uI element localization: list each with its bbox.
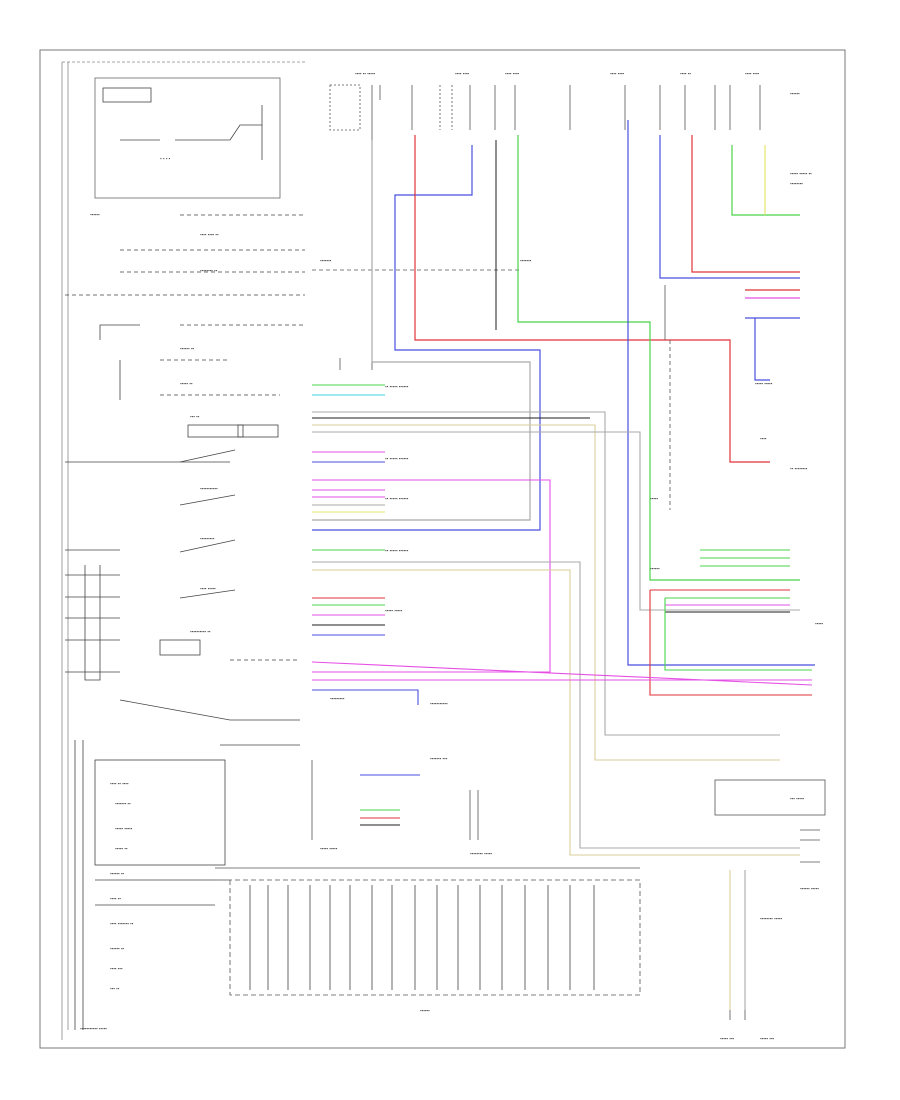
svg-text:▪▪▪▪▪▪▪▪▪▪▪ ▪▪▪▪▪: ▪▪▪▪▪▪▪▪▪▪▪ ▪▪▪▪▪: [80, 1026, 107, 1031]
middle-harness: [312, 384, 800, 856]
svg-text:▪▪▪▪▪ ▪▪▪▪▪: ▪▪▪▪▪ ▪▪▪▪▪: [115, 826, 133, 831]
svg-text:▪▪▪▪▪▪▪▪ ▪▪: ▪▪▪▪▪▪▪▪ ▪▪: [200, 268, 218, 273]
svg-text:▪▪ ▪▪▪▪▪▪▪▪: ▪▪ ▪▪▪▪▪▪▪▪: [790, 466, 808, 471]
svg-text:▪▪▪▪▪ ▪▪▪▪▪: ▪▪▪▪▪ ▪▪▪▪▪: [385, 608, 403, 613]
svg-text:▪▪▪▪▪▪▪ ▪▪: ▪▪▪▪▪▪▪ ▪▪: [115, 801, 131, 806]
svg-text:▪▪▪▪▪▪▪▪: ▪▪▪▪▪▪▪▪: [790, 181, 803, 186]
meter-labels: ▪ ▪ ▪ ▪ ▪▪▪▪▪▪ ▪▪▪▪ ▪▪▪▪ ▪▪ ▪▪▪▪▪▪▪▪ ▪▪ …: [80, 156, 219, 1031]
bottom-block-label: ▪▪▪▪▪▪: [420, 1008, 430, 1013]
svg-text:▪▪▪▪▪▪▪▪ ▪▪▪▪▪: ▪▪▪▪▪▪▪▪ ▪▪▪▪▪: [760, 916, 782, 921]
wire-blue-1: [312, 145, 541, 531]
svg-text:▪▪▪ ▪▪: ▪▪▪ ▪▪: [190, 414, 200, 419]
svg-text:▪▪ ▪▪▪▪▪ ▪▪▪▪▪▪: ▪▪ ▪▪▪▪▪ ▪▪▪▪▪▪: [385, 548, 409, 553]
svg-text:▪▪▪▪▪▪▪▪▪▪▪: ▪▪▪▪▪▪▪▪▪▪▪: [430, 701, 448, 706]
svg-text:▪▪▪▪▪▪▪: ▪▪▪▪▪▪▪: [320, 258, 332, 263]
svg-text:▪▪▪▪▪: ▪▪▪▪▪: [815, 621, 823, 626]
svg-text:▪▪▪▪▪ ▪▪: ▪▪▪▪▪ ▪▪: [115, 846, 128, 851]
svg-text:▪▪▪ ▪▪: ▪▪▪ ▪▪: [110, 986, 120, 991]
svg-text:▪▪▪▪: ▪▪▪▪: [760, 436, 767, 441]
svg-text:▪▪▪▪▪▪▪▪ ▪▪▪▪▪: ▪▪▪▪▪▪▪▪ ▪▪▪▪▪: [470, 851, 492, 856]
wire-gray-1: [312, 140, 531, 521]
svg-text:▪▪▪▪▪ ▪▪▪: ▪▪▪▪▪ ▪▪▪: [760, 1036, 774, 1041]
svg-text:▪▪▪▪▪▪ ▪▪: ▪▪▪▪▪▪ ▪▪: [180, 346, 194, 351]
svg-text:▪▪▪▪ ▪▪▪: ▪▪▪▪ ▪▪▪: [110, 966, 123, 971]
svg-text:▪▪▪▪▪ ▪▪▪: ▪▪▪▪▪ ▪▪▪: [720, 1036, 734, 1041]
top-connectors: [312, 84, 761, 370]
bottom-right-connectors: [311, 285, 826, 1020]
svg-text:▪▪▪▪▪▪▪▪▪: ▪▪▪▪▪▪▪▪▪: [330, 696, 345, 701]
wire-red-1: [414, 135, 770, 463]
wire-red-2: [691, 135, 800, 273]
svg-text:▪▪▪▪ ▪▪▪▪: ▪▪▪▪ ▪▪▪▪: [610, 71, 624, 76]
svg-text:▪▪ ▪▪▪▪▪ ▪▪▪▪▪▪: ▪▪ ▪▪▪▪▪ ▪▪▪▪▪▪: [385, 456, 409, 461]
svg-text:▪▪▪▪▪▪: ▪▪▪▪▪▪: [790, 91, 800, 96]
svg-text:▪▪▪▪ ▪▪: ▪▪▪▪ ▪▪: [680, 71, 691, 76]
diagram-border: [39, 49, 846, 1049]
right-harness: [311, 549, 813, 705]
wire-blue-2: [627, 120, 815, 666]
svg-text:▪ ▪ ▪ ▪: ▪ ▪ ▪ ▪: [160, 156, 171, 161]
svg-text:▪▪▪▪▪▪: ▪▪▪▪▪▪: [90, 212, 100, 217]
svg-text:▪▪▪▪ ▪▪▪▪: ▪▪▪▪ ▪▪▪▪: [505, 71, 519, 76]
svg-text:▪▪▪▪▪: ▪▪▪▪▪: [650, 496, 658, 501]
svg-text:▪▪▪▪▪ ▪▪▪▪▪: ▪▪▪▪▪ ▪▪▪▪▪: [755, 381, 773, 386]
svg-text:▪▪▪▪▪▪▪ ▪▪▪: ▪▪▪▪▪▪▪ ▪▪▪: [430, 756, 448, 761]
wire-green-2: [731, 145, 800, 216]
svg-text:▪▪▪▪ ▪▪ ▪▪▪▪: ▪▪▪▪ ▪▪ ▪▪▪▪: [110, 781, 129, 786]
svg-text:▪▪▪▪ ▪▪▪▪ ▪▪: ▪▪▪▪ ▪▪▪▪ ▪▪: [200, 232, 219, 237]
svg-text:▪▪▪▪▪ ▪▪▪▪▪ ▪▪: ▪▪▪▪▪ ▪▪▪▪▪ ▪▪: [790, 171, 812, 176]
right-labels: ▪▪▪▪▪ ▪▪▪▪▪ ▪▪ ▪▪▪▪▪▪▪▪ ▪▪▪▪▪ ▪▪▪▪▪ ▪▪▪▪…: [320, 171, 823, 1041]
svg-text:▪▪▪▪▪▪▪: ▪▪▪▪▪▪▪: [520, 258, 532, 263]
svg-text:▪▪▪▪▪▪▪▪▪: ▪▪▪▪▪▪▪▪▪: [200, 536, 215, 541]
svg-text:▪▪▪▪ ▪▪ ▪▪▪▪▪: ▪▪▪▪ ▪▪ ▪▪▪▪▪: [355, 71, 375, 76]
svg-text:▪▪▪▪▪▪ ▪▪: ▪▪▪▪▪▪ ▪▪: [110, 946, 124, 951]
svg-text:▪▪▪▪▪▪▪▪▪▪▪: ▪▪▪▪▪▪▪▪▪▪▪: [200, 486, 218, 491]
svg-text:▪▪▪▪ ▪▪▪▪: ▪▪▪▪ ▪▪▪▪: [455, 71, 469, 76]
svg-text:▪▪▪ ▪▪▪▪▪: ▪▪▪ ▪▪▪▪▪: [790, 796, 804, 801]
svg-text:▪▪▪▪ ▪▪▪▪▪: ▪▪▪▪ ▪▪▪▪▪: [200, 586, 216, 591]
svg-text:▪▪ ▪▪▪▪▪ ▪▪▪▪▪▪: ▪▪ ▪▪▪▪▪ ▪▪▪▪▪▪: [385, 496, 409, 501]
wire-blue-4: [745, 317, 800, 381]
svg-text:▪▪▪▪▪ ▪▪▪▪▪: ▪▪▪▪▪ ▪▪▪▪▪: [320, 846, 338, 851]
svg-text:▪▪▪▪▪▪ ▪▪: ▪▪▪▪▪▪ ▪▪: [110, 871, 124, 876]
svg-text:▪▪▪▪ ▪▪▪▪: ▪▪▪▪ ▪▪▪▪: [745, 71, 759, 76]
svg-text:▪▪▪▪▪▪ ▪▪▪▪▪: ▪▪▪▪▪▪ ▪▪▪▪▪: [800, 886, 819, 891]
svg-text:▪▪▪▪▪▪▪▪▪▪ ▪▪: ▪▪▪▪▪▪▪▪▪▪ ▪▪: [190, 629, 211, 634]
combination-meter: [61, 61, 305, 1040]
wire-blue-3: [659, 135, 800, 279]
svg-text:▪▪▪▪ ▪▪: ▪▪▪▪ ▪▪: [110, 896, 121, 901]
svg-text:▪▪ ▪▪▪▪▪ ▪▪▪▪▪▪: ▪▪ ▪▪▪▪▪ ▪▪▪▪▪▪: [385, 384, 409, 389]
wire-green-1: [517, 135, 800, 581]
svg-text:▪▪▪▪ ▪▪▪▪▪▪▪ ▪▪: ▪▪▪▪ ▪▪▪▪▪▪▪ ▪▪: [110, 921, 134, 926]
top-labels: ▪▪▪▪ ▪▪ ▪▪▪▪▪ ▪▪▪▪ ▪▪▪▪ ▪▪▪▪ ▪▪▪▪ ▪▪▪▪ ▪…: [355, 71, 800, 96]
svg-text:▪▪▪▪▪ ▪▪: ▪▪▪▪▪ ▪▪: [180, 381, 193, 386]
svg-text:▪▪▪▪▪▪: ▪▪▪▪▪▪: [650, 566, 660, 571]
bottom-connector-block: [215, 867, 641, 996]
